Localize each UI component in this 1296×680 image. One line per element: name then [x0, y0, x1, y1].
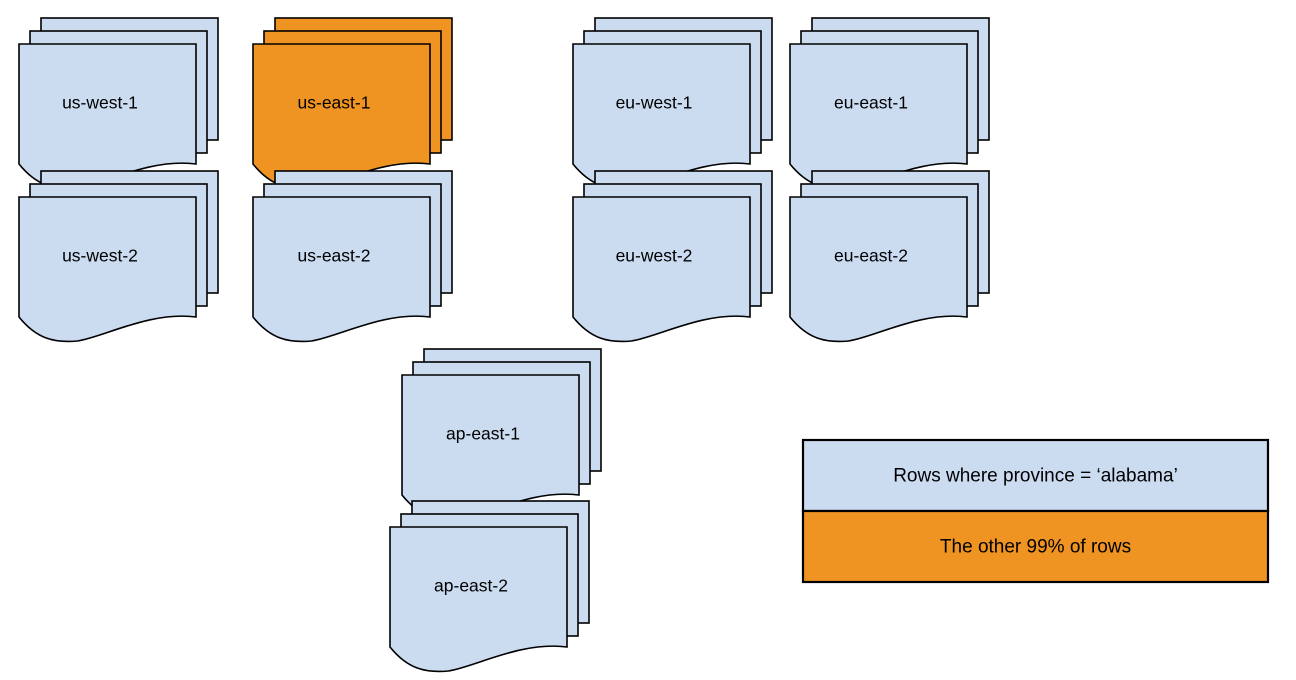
region-sheet-front-eu-west-2[interactable] [572, 196, 751, 343]
region-label-eu-east-2: eu-east-2 [834, 246, 908, 266]
region-label-ap-east-1: ap-east-1 [446, 424, 520, 444]
region-stack-eu-east-1[interactable]: eu-east-1 [789, 17, 990, 190]
region-sheet-front-us-west-1[interactable] [18, 43, 197, 190]
region-stack-eu-west-2[interactable]: eu-west-2 [572, 170, 773, 343]
region-sheet-front-ap-east-1[interactable] [401, 374, 580, 521]
legend-row-other-label: The other 99% of rows [940, 537, 1131, 558]
region-label-us-west-2: us-west-2 [62, 246, 138, 266]
region-stack-ap-east-2[interactable]: ap-east-2 [389, 500, 590, 673]
region-stack-us-east-2[interactable]: us-east-2 [252, 170, 453, 343]
region-stack-ap-east-1[interactable]: ap-east-1 [401, 348, 602, 521]
region-sheet-front-us-east-1[interactable] [252, 43, 431, 190]
region-stack-us-west-1[interactable]: us-west-1 [18, 17, 219, 190]
region-label-us-west-1: us-west-1 [62, 93, 138, 113]
region-stack-eu-west-1[interactable]: eu-west-1 [572, 17, 773, 190]
region-stack-us-east-1[interactable]: us-east-1 [252, 17, 453, 190]
region-label-eu-west-1: eu-west-1 [616, 93, 693, 113]
region-sheet-front-eu-east-2[interactable] [789, 196, 968, 343]
region-label-us-east-1: us-east-1 [298, 93, 371, 113]
legend: Rows where province = ‘alabama’ The other… [801, 438, 1270, 584]
region-stack-eu-east-2[interactable]: eu-east-2 [789, 170, 990, 343]
region-sheet-front-eu-west-1[interactable] [572, 43, 751, 190]
region-sheet-front-us-east-2[interactable] [252, 196, 431, 343]
legend-row-matching-label: Rows where province = ‘alabama’ [893, 466, 1178, 487]
region-stack-us-west-2[interactable]: us-west-2 [18, 170, 219, 343]
region-label-eu-west-2: eu-west-2 [616, 246, 693, 266]
legend-row-other-swatch [801, 509, 1270, 584]
region-label-us-east-2: us-east-2 [298, 246, 371, 266]
region-label-eu-east-1: eu-east-1 [834, 93, 908, 113]
legend-row-matching-swatch [801, 438, 1270, 513]
region-label-ap-east-2: ap-east-2 [434, 576, 508, 596]
region-sheet-front-ap-east-2[interactable] [389, 526, 568, 673]
region-sheet-front-us-west-2[interactable] [18, 196, 197, 343]
region-sheet-front-eu-east-1[interactable] [789, 43, 968, 190]
